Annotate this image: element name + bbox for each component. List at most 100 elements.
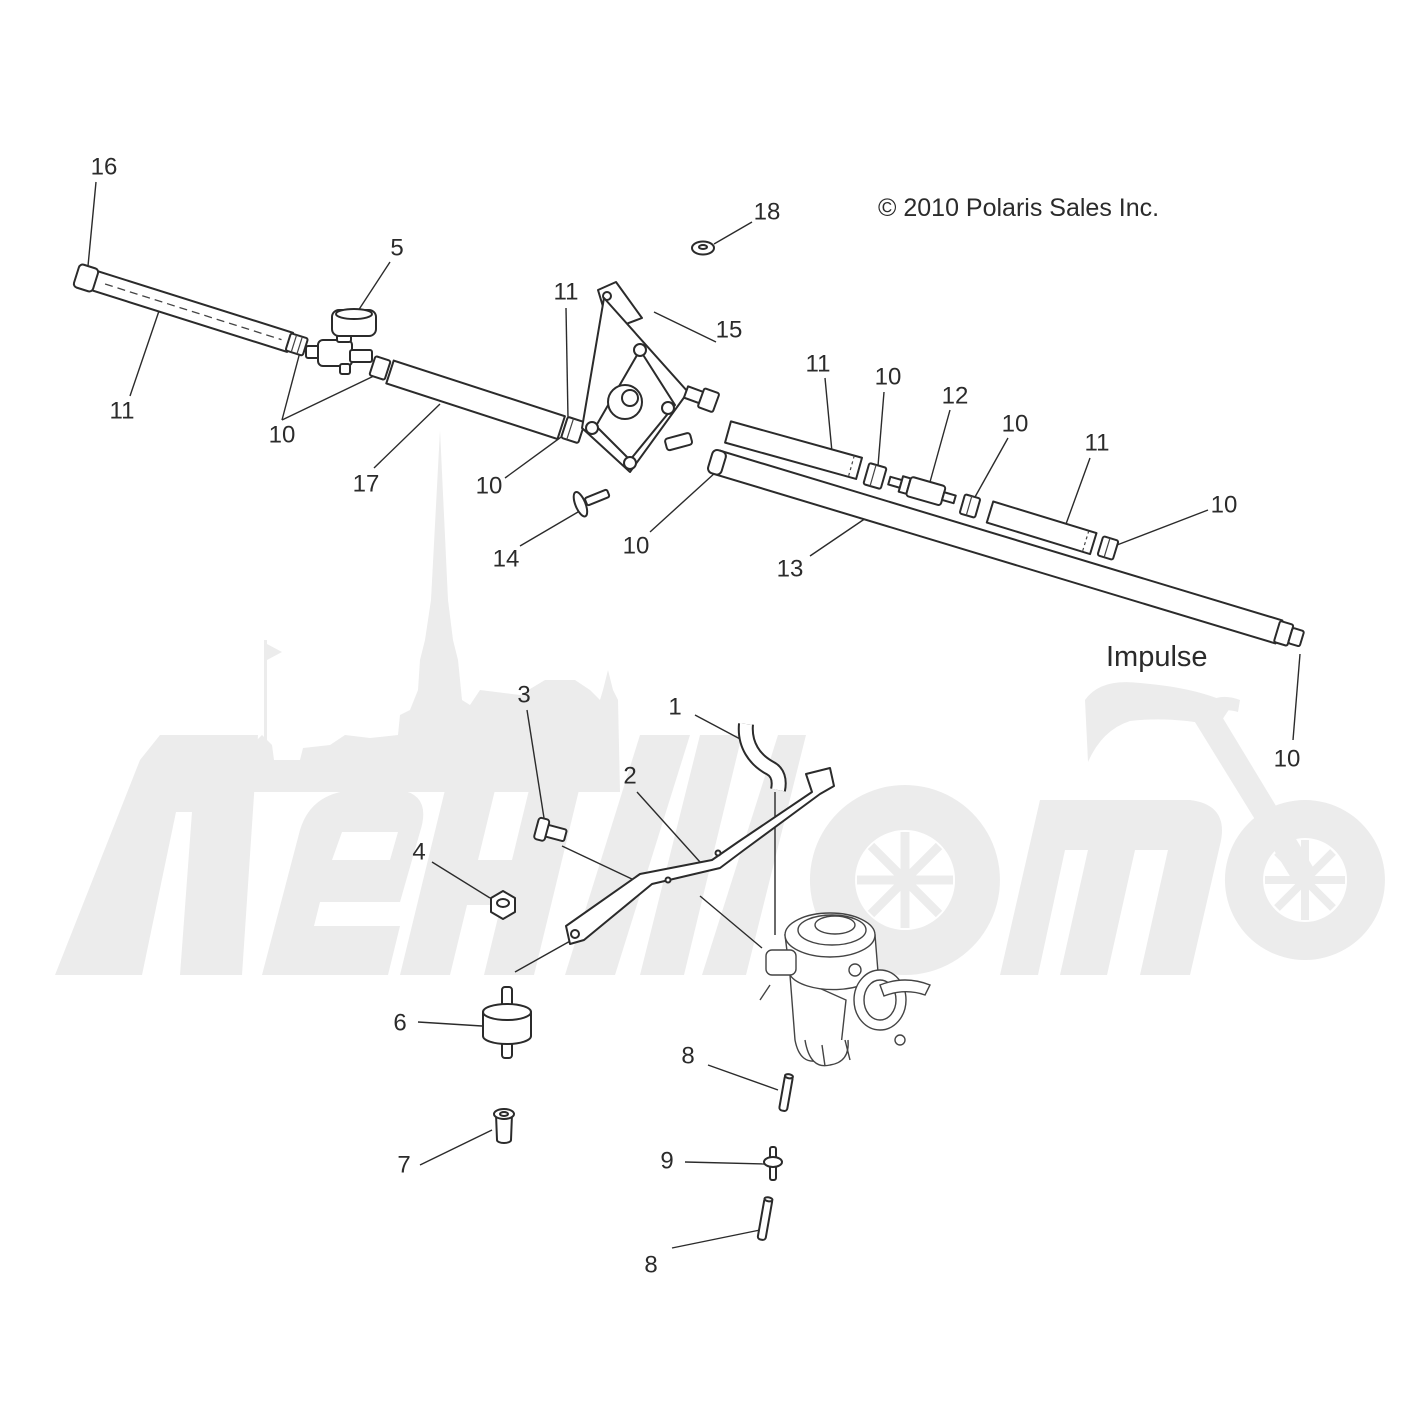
- leader-line: [419, 1129, 493, 1166]
- bolt-part-3: [533, 816, 568, 843]
- model-label: Impulse: [1106, 641, 1208, 673]
- leader-line: [373, 403, 441, 469]
- carburetor: [759, 912, 931, 1067]
- copyright-text: © 2010 Polaris Sales Inc.: [878, 194, 1159, 222]
- nut-part-4: [490, 890, 516, 920]
- watermark-glyph-3: [400, 790, 579, 975]
- sleeve-part-7: [493, 1108, 515, 1144]
- leader-line: [281, 351, 301, 421]
- watermark-wheel-2: [1224, 800, 1385, 961]
- watermark-glyph-6: [1000, 800, 1222, 975]
- pin-part-8: [756, 1196, 774, 1241]
- callout-7: 7: [397, 1152, 410, 1179]
- callout-3: 3: [517, 682, 530, 709]
- leader-line: [526, 709, 545, 819]
- watermark-spokes-1: [857, 832, 953, 928]
- leader-line: [653, 311, 717, 343]
- watermark-motorcycle-body: [1085, 682, 1232, 762]
- leader-lines: [87, 181, 1301, 1249]
- watermark-motorcycle-handlebar: [1196, 696, 1240, 720]
- fitting-part-10: [959, 493, 981, 519]
- callout-15: 15: [716, 317, 743, 344]
- tube-part-13: [707, 449, 1305, 648]
- fitting-part-10: [560, 416, 586, 444]
- leader-line: [636, 791, 701, 863]
- callout-11: 11: [110, 398, 135, 425]
- callout-11: 11: [806, 351, 831, 378]
- watermark-spokes-2: [1265, 840, 1345, 920]
- valve-part-5: [305, 308, 377, 375]
- callout-5: 5: [390, 235, 403, 262]
- leader-line: [707, 1064, 779, 1091]
- callout-2: 2: [623, 763, 636, 790]
- callout-10: 10: [1002, 411, 1029, 438]
- callout-17: 17: [353, 471, 380, 498]
- mount-part-6: [482, 986, 532, 1059]
- captions: © 2010 Polaris Sales Inc. Impulse: [878, 194, 1208, 673]
- washer-part-18: [691, 240, 715, 256]
- watermark-glyph-1: [55, 735, 258, 975]
- parts: [72, 240, 1305, 1241]
- bracket-part-2: [565, 767, 835, 945]
- hose-middle-part-11: [724, 420, 863, 480]
- cap-part-16: [72, 263, 100, 293]
- callout-10: 10: [875, 364, 902, 391]
- callout-10: 10: [476, 473, 503, 500]
- callout-9: 9: [660, 1148, 673, 1175]
- leader-line: [713, 221, 753, 245]
- callout-10: 10: [269, 422, 296, 449]
- callout-12: 12: [942, 383, 969, 410]
- leader-line: [355, 261, 391, 315]
- fitting-part-10: [707, 449, 727, 476]
- watermark-flag: [267, 644, 282, 660]
- hose-part-1: [737, 723, 787, 792]
- fitting-part-10: [1096, 535, 1120, 561]
- callout-10: 10: [1211, 492, 1238, 519]
- callout-11: 11: [554, 279, 579, 306]
- callout-13: 13: [777, 556, 804, 583]
- leader-line: [561, 845, 635, 881]
- callout-11: 11: [1085, 430, 1110, 457]
- leader-line: [129, 307, 161, 397]
- leader-line: [684, 1161, 767, 1165]
- leader-line: [431, 861, 491, 899]
- callout-18: 18: [754, 199, 781, 226]
- callout-14: 14: [493, 546, 520, 573]
- hose-left-part-11: [72, 263, 309, 357]
- leader-line: [1292, 653, 1301, 741]
- fitting-part-10: [697, 387, 720, 413]
- leader-line: [809, 517, 867, 557]
- fitting-part-9: [763, 1146, 783, 1181]
- callouts: 16 5 11 10 17 11 15 10 18 11 10 12 10 11…: [91, 154, 1301, 1279]
- pin-part-8: [778, 1073, 794, 1112]
- fitting-part-10: [284, 332, 309, 357]
- leader-line: [824, 377, 833, 453]
- callout-16: 16: [91, 154, 118, 181]
- watermark-glyph-4c: [702, 735, 806, 975]
- callout-6: 6: [393, 1010, 406, 1037]
- leader-line: [87, 181, 97, 267]
- leader-line: [699, 895, 763, 949]
- callout-8: 8: [681, 1043, 694, 1070]
- leader-line: [1116, 509, 1209, 546]
- callout-8: 8: [644, 1252, 657, 1279]
- leader-line: [417, 1021, 483, 1027]
- callout-1: 1: [668, 694, 681, 721]
- watermark-skyline: [235, 430, 620, 792]
- watermark-logo: [55, 430, 1385, 975]
- spring-hose-part-17: [385, 359, 566, 441]
- watermark-flagpole: [264, 640, 267, 740]
- leader-line: [649, 471, 717, 533]
- fitting-part-10: [862, 462, 888, 490]
- leader-line: [671, 1229, 761, 1249]
- leader-line: [1065, 457, 1091, 525]
- callout-10: 10: [623, 533, 650, 560]
- callout-4: 4: [412, 839, 425, 866]
- leader-line: [565, 307, 569, 419]
- hose-right-part-11: [985, 500, 1098, 556]
- leader-line: [281, 373, 379, 421]
- watermark-glyph-2: [262, 790, 424, 975]
- fitting-part-10: [368, 355, 392, 381]
- leader-line: [514, 939, 573, 973]
